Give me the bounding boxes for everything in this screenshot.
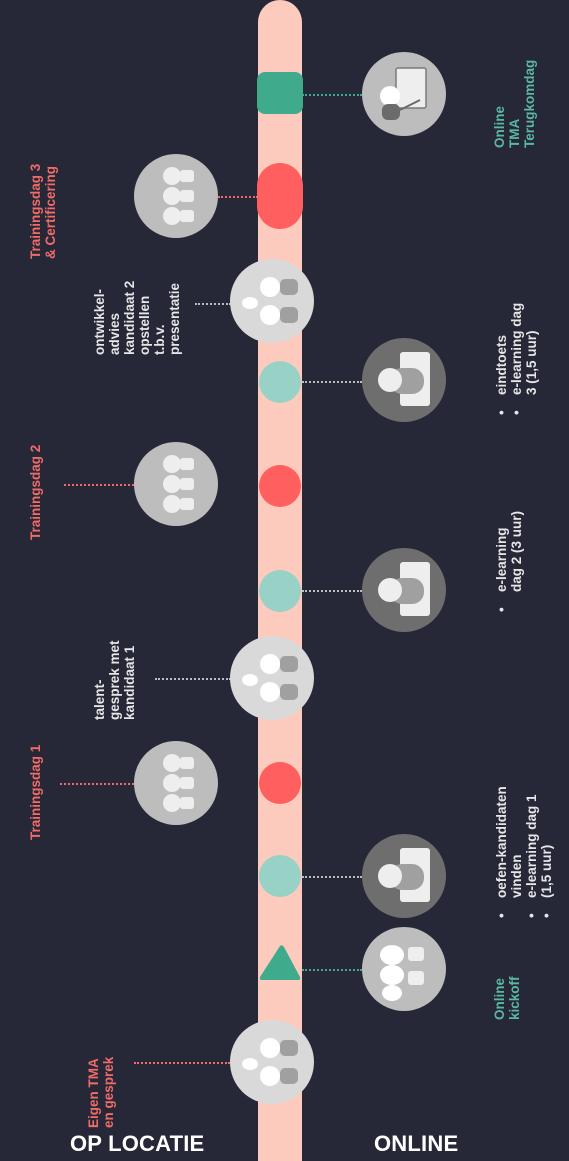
connector [302,969,362,971]
two-people-talking-icon [230,1020,314,1104]
label-trainingsdag-1: Trainingsdag 1 [28,744,43,840]
three-people-group-icon [134,442,218,526]
marker-elearning-3 [259,361,301,403]
connector [218,196,258,198]
connector [134,1062,230,1064]
marker-trainingsdag-2 [259,465,301,507]
two-people-talking-icon [230,259,314,343]
marker-terugkomdag [257,72,303,114]
connector [155,678,231,680]
label-eigen-tma: Eigen TMA en gesprek [86,1056,116,1128]
connector [60,783,134,785]
marker-kickoff-triangle [259,945,301,980]
heading-online: ONLINE [374,1131,459,1156]
label-elearning-2: e-learning dag 2 (3 uur) [494,511,524,612]
label-talentgesprek: talent- gesprek met kandidaat 1 [92,640,137,720]
connector [64,484,134,486]
connector [302,94,362,96]
person-at-laptop-icon [362,338,446,422]
label-ontwikkeladvies: ontwikkel- advies kandidaat 2 opstellen … [92,280,182,355]
two-people-talking-icon [230,636,314,720]
marker-trainingsdag-3 [257,163,303,229]
marker-elearning-1 [259,855,301,897]
connector [195,303,231,305]
label-terugkomdag: Online TMA Terugkomdag [492,59,537,148]
label-trainingsdag-3: Trainingsdag 3 & Certificering [28,163,58,259]
presenter-at-board-icon [362,52,446,136]
connector [302,590,362,592]
three-people-group-icon [134,741,218,825]
marker-elearning-2 [259,570,301,612]
connector [302,381,362,383]
three-people-group-icon [134,154,218,238]
marker-trainingsdag-1 [259,762,301,804]
heading-op-locatie: OP LOCATIE [70,1131,205,1156]
person-at-laptop-icon [362,548,446,632]
connector [302,876,362,878]
label-trainingsdag-2: Trainingsdag 2 [28,444,43,540]
label-elearning-3: eindtoets e-learning dag 3 (1,5 uur) [494,303,539,415]
person-at-laptop-icon [362,834,446,918]
label-kickoff: Online kickoff [492,976,522,1020]
label-elearning-1: oefen-kandidaten vinden e-learning dag 1… [494,786,554,918]
group-kickoff-icon [362,927,446,1011]
